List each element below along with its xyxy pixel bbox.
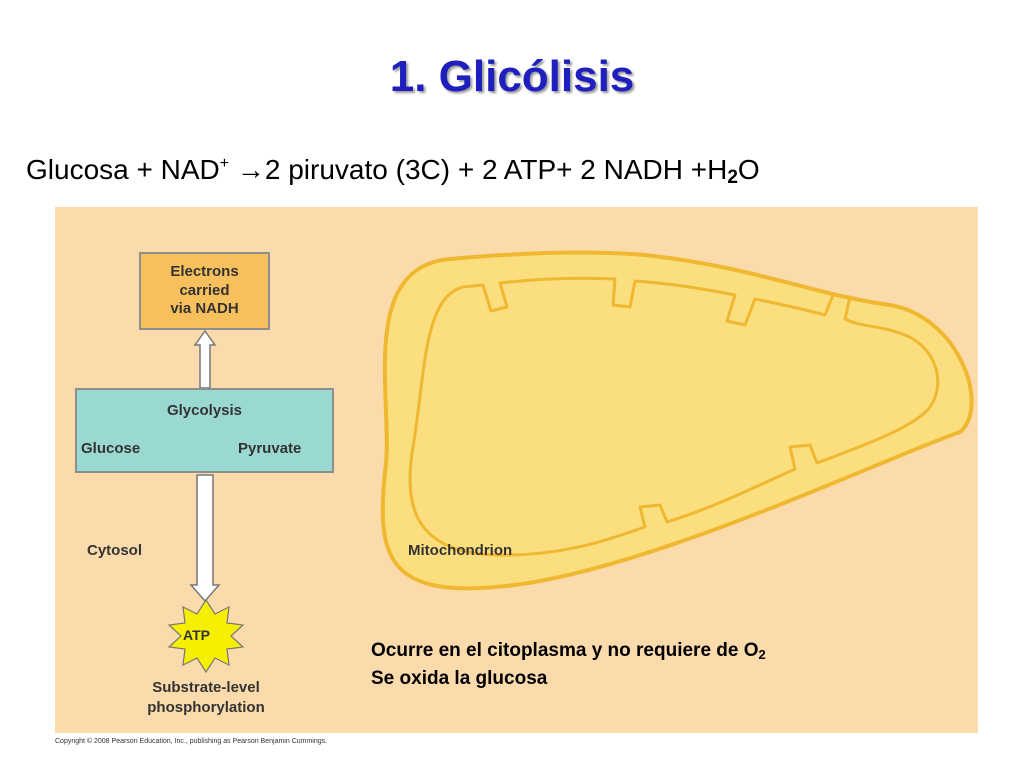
arrow-up-to-nadh	[193, 329, 217, 389]
mitochondrion-inner-membrane	[408, 276, 940, 557]
glycolysis-equation: Glucosa + NAD+ →2 piruvato (3C) + 2 ATP+…	[26, 154, 1016, 189]
equation-products: 2 piruvato (3C) + 2 ATP+ 2 NADH +H	[264, 154, 728, 185]
diagram-panel: Electrons carried via NADH Glycolysis Gl…	[55, 207, 978, 733]
mitochondrion-label: Mitochondrion	[408, 542, 513, 559]
mitochondrion-outer-membrane	[380, 250, 974, 591]
oxygen-subscript: 2	[758, 647, 766, 662]
equation-end: O	[737, 154, 760, 185]
pyruvate-label: Pyruvate	[238, 440, 302, 457]
slide-title: 1. Glicólisis	[389, 52, 635, 101]
water-subscript: 2	[727, 167, 738, 188]
nadh-box-label: Electrons carried via NADH	[170, 262, 239, 318]
note-line-1-text: Ocurre en el citoplasma y no requiere de…	[371, 640, 759, 661]
glycolysis-title: Glycolysis	[166, 402, 243, 419]
note-line-2: Se oxida la glucosa	[371, 667, 548, 689]
copyright-notice: Copyright © 2008 Pearson Education, Inc.…	[55, 738, 328, 745]
cytosol-label: Cytosol	[87, 542, 143, 559]
atp-label: ATP	[183, 627, 210, 643]
note-line-1: Ocurre en el citoplasma y no requiere de…	[371, 637, 766, 665]
nad-charge: +	[219, 155, 230, 172]
substrate-level-label: Substrate-level phosphorylation	[147, 679, 265, 716]
reaction-arrow: →	[236, 154, 265, 185]
atp-burst	[167, 598, 245, 674]
arrow-down-to-atp	[189, 474, 221, 603]
nadh-box: Electrons carried via NADH	[139, 252, 270, 330]
glucose-label: Glucose	[81, 440, 141, 457]
glycolysis-box: Glycolysis Glucose Pyruvate	[75, 388, 334, 473]
note: Ocurre en el citoplasma y no requiere de…	[371, 637, 766, 692]
equation-reactants: Glucosa + NAD	[26, 154, 220, 185]
